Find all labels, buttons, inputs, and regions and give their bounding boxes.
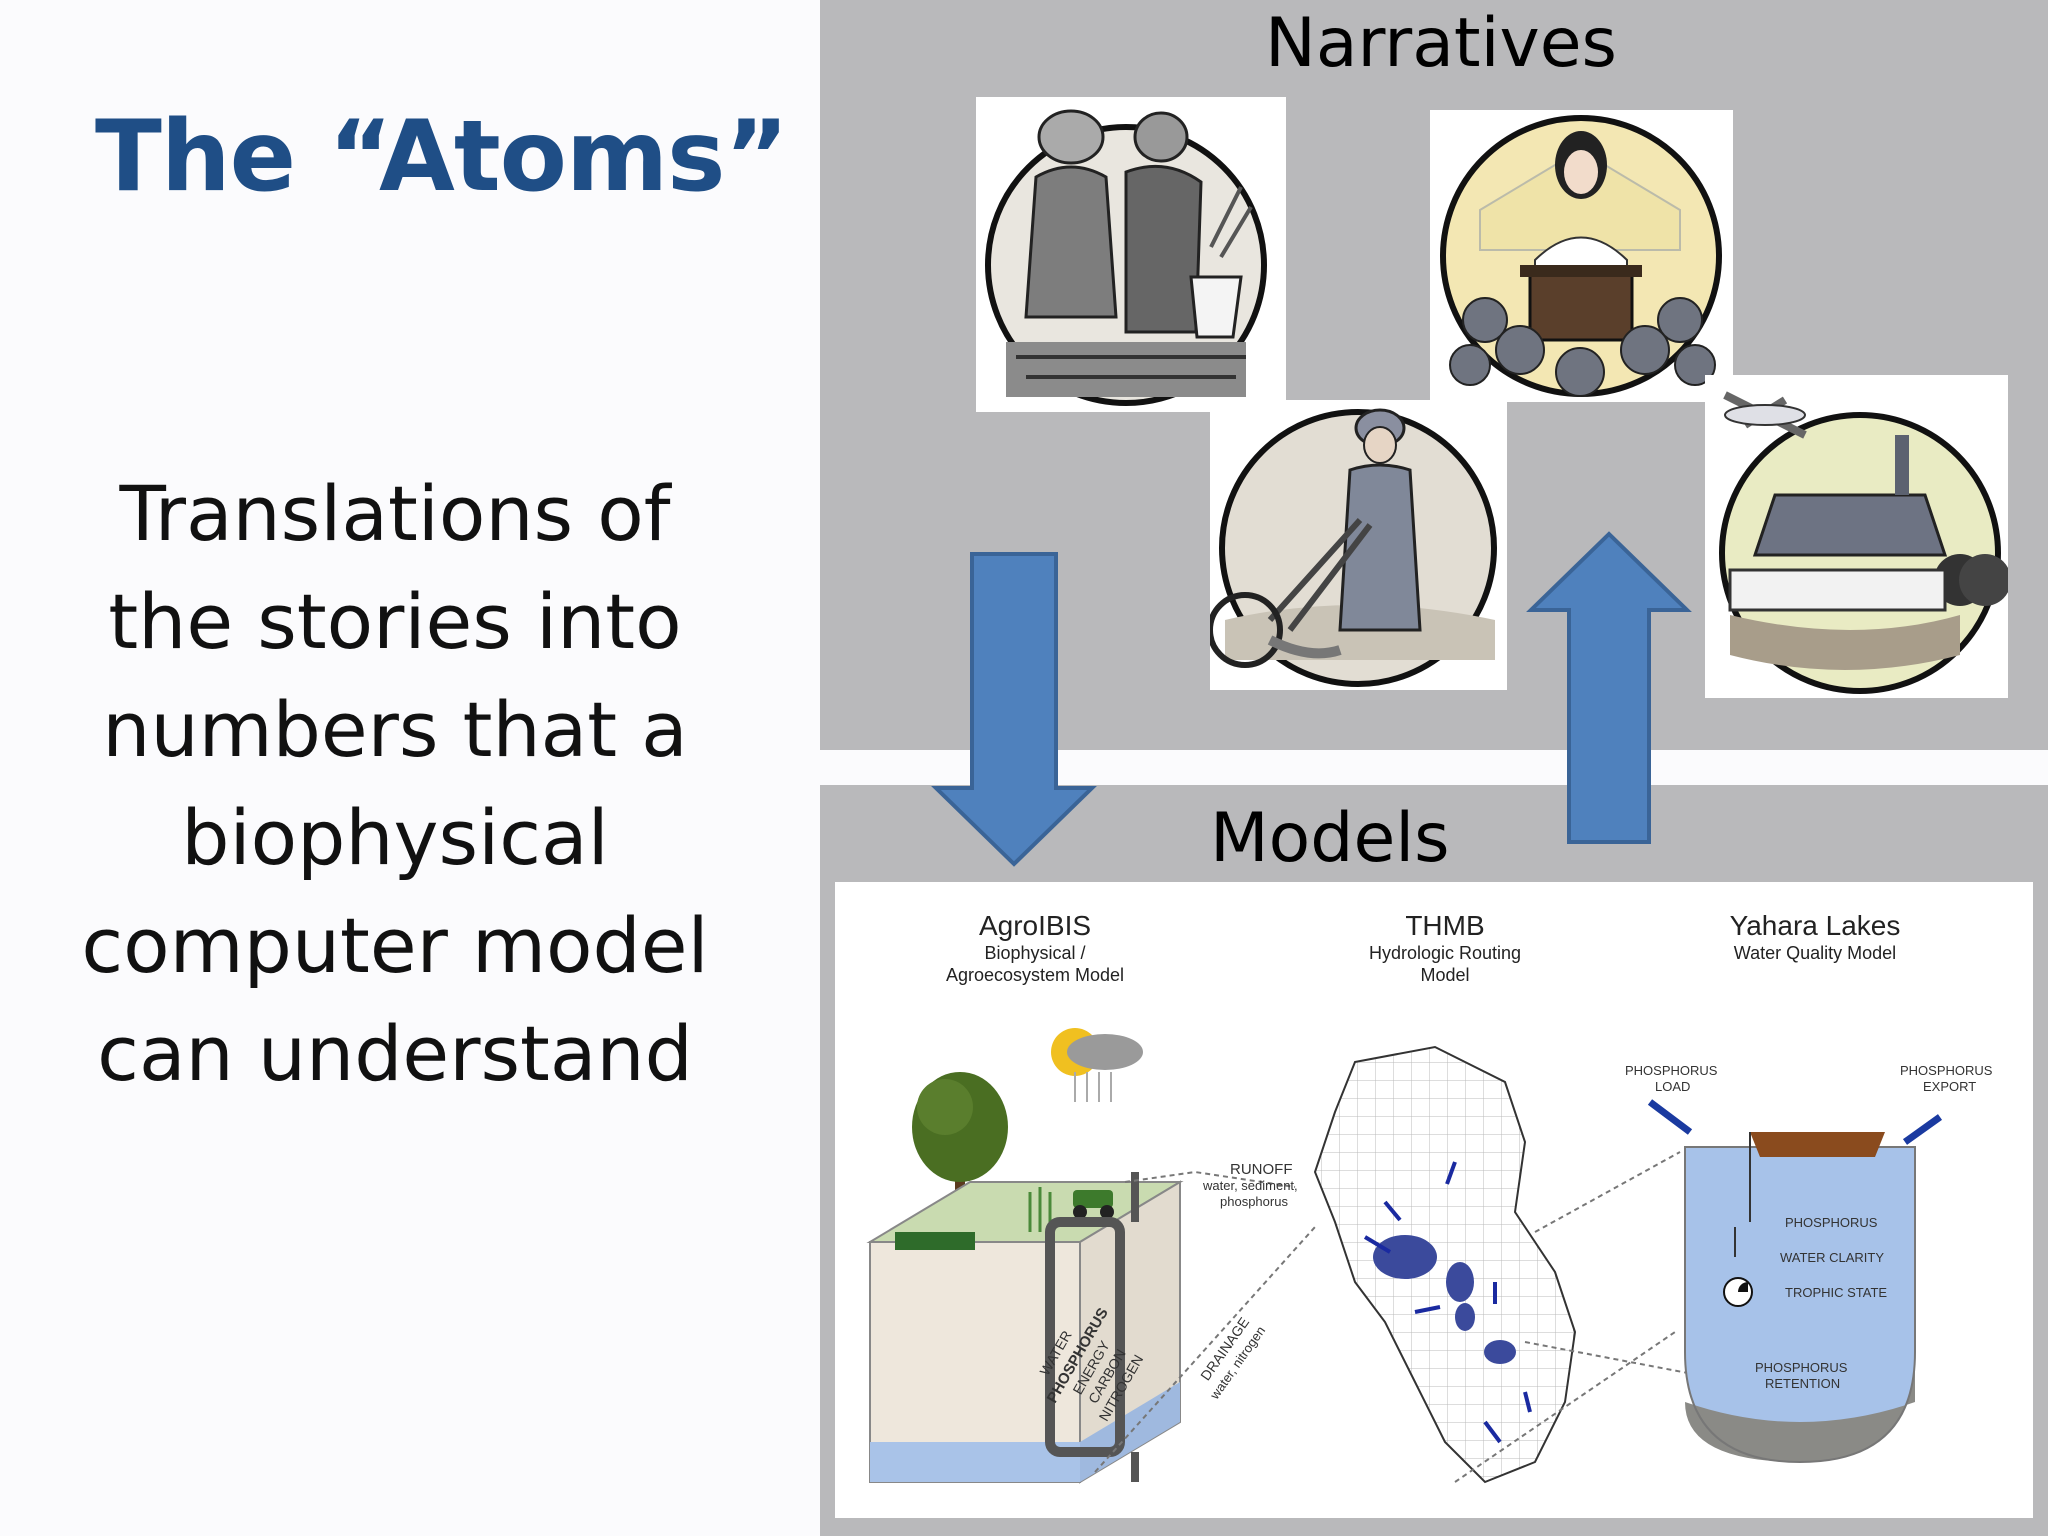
body-line: the stories into	[108, 577, 682, 666]
lake-trophic-label: TROPHIC STATE	[1785, 1285, 1887, 1300]
runoff-sub-1: water, sediment,	[1202, 1178, 1298, 1193]
thmb-name: THMB	[1405, 910, 1485, 941]
lake-clarity-label: WATER CLARITY	[1780, 1250, 1884, 1265]
runoff-sub-2: phosphorus	[1220, 1194, 1288, 1209]
retention-label-2: RETENTION	[1765, 1376, 1840, 1391]
models-title: Models	[1210, 799, 1450, 878]
p-export-label-1: PHOSPHORUS	[1900, 1063, 1993, 1078]
yahara-desc-1: Water Quality Model	[1733, 943, 1897, 963]
yahara-header: Yahara Lakes Water Quality Model	[1615, 910, 2015, 964]
lake-icon	[1647, 1099, 1943, 1464]
thmb-header: THMB Hydrologic Routing Model	[1245, 910, 1645, 986]
watershed-grid-icon	[1313, 1045, 1577, 1484]
wading-people-illustration	[976, 97, 1286, 412]
drone-machine-illustration	[1705, 375, 2008, 698]
p-load-label-1: PHOSPHORUS	[1625, 1063, 1718, 1078]
thmb-desc-2: Model	[1420, 965, 1470, 985]
soil-column-icon	[866, 1172, 1184, 1484]
agroibis-header: AgroIBIS Biophysical / Agroecosystem Mod…	[835, 910, 1235, 986]
body-line: biophysical	[181, 793, 609, 882]
lake-phosphorus-label: PHOSPHORUS	[1785, 1215, 1878, 1230]
farmer-plough-illustration	[1210, 400, 1507, 690]
p-load-label-2: LOAD	[1655, 1079, 1690, 1094]
p-export-label-2: EXPORT	[1923, 1079, 1976, 1094]
yahara-name: Yahara Lakes	[1729, 910, 1901, 941]
speaker-podium-illustration	[1430, 110, 1733, 402]
body-line: computer model	[81, 901, 709, 990]
agroibis-name: AgroIBIS	[978, 910, 1092, 941]
agroibis-desc-2: Agroecosystem Model	[945, 965, 1125, 985]
slide-title: The “Atoms”	[95, 100, 789, 214]
body-line: numbers that a	[102, 685, 688, 774]
thmb-desc-1: Hydrologic Routing	[1368, 943, 1522, 963]
agroibis-desc-1: Biophysical /	[984, 943, 1086, 963]
body-line: can understand	[97, 1009, 693, 1098]
weather-icon	[1051, 1028, 1143, 1102]
models-diagram: AgroIBIS Biophysical / Agroecosystem Mod…	[835, 882, 2033, 1518]
body-line: Translations of	[119, 469, 671, 558]
up-arrow-icon	[1526, 531, 1692, 844]
retention-label-1: PHOSPHORUS	[1755, 1360, 1848, 1375]
down-arrow-icon	[931, 552, 1097, 867]
slide-body-text: Translations of the stories into numbers…	[40, 460, 750, 1108]
narratives-title: Narratives	[1265, 4, 1617, 83]
runoff-label: RUNOFF	[1230, 1161, 1293, 1178]
